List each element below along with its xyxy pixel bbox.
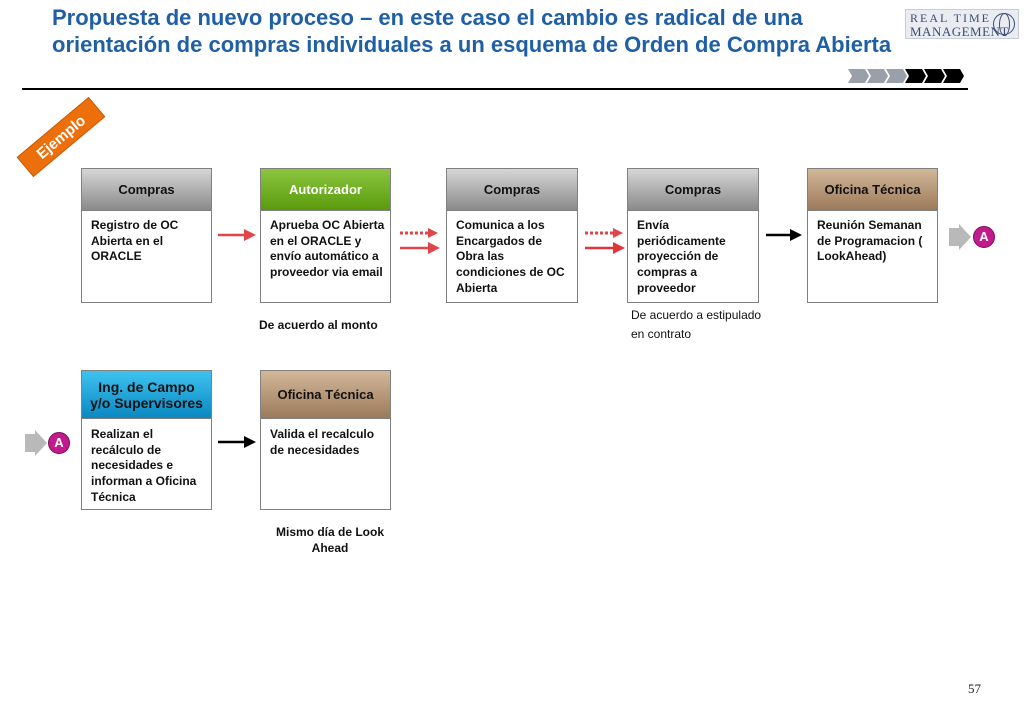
note-estipulado-line1: De acuerdo a estipulado: [631, 308, 762, 322]
connector-arrow-out: [949, 224, 971, 250]
step-reunion-programacion: Oficina Técnica Reunión Semanan de Progr…: [807, 168, 938, 303]
title-divider: [22, 88, 968, 90]
step-comunica-encargados: Compras Comunica a los Encargados de Obr…: [446, 168, 578, 303]
step-recalculo-necesidades: Ing. de Campo y/o Supervisores Realizan …: [81, 370, 212, 510]
progress-chevrons: [848, 69, 964, 83]
step-description: Envía periódicamente proyección de compr…: [637, 218, 726, 295]
connector-arrow-in: [25, 430, 47, 456]
slide-title: Propuesta de nuevo proceso – en este cas…: [52, 5, 892, 57]
step-header: Oficina Técnica: [261, 371, 390, 418]
step-registro-oc: Compras Registro de OC Abierta en el ORA…: [81, 168, 212, 303]
step-header: Compras: [82, 169, 211, 210]
step-header: Autorizador: [261, 169, 390, 210]
company-logo: REAL TIME MANAGEMENT: [905, 9, 1019, 39]
step-description: Valida el recalculo de necesidades: [270, 427, 375, 457]
note-mismo-dia: Mismo día de Look Ahead: [275, 525, 384, 555]
step-valida-recalculo: Oficina Técnica Valida el recalculo de n…: [260, 370, 391, 510]
step-description: Reunión Semanan de Programacion ( LookAh…: [817, 218, 923, 264]
arrow-solid-black: [766, 229, 802, 241]
step-description: Aprueba OC Abierta en el ORACLE y envío …: [270, 218, 385, 280]
arrow-solid-red: [218, 229, 256, 241]
logo-line1: REAL TIME: [910, 11, 991, 25]
note-monto: De acuerdo al monto: [259, 318, 378, 332]
note-estipulado-line2: en contrato: [631, 327, 692, 341]
arrow-dotted-red-pair: [585, 228, 625, 254]
logo-line2: MANAGEMENT: [910, 24, 1009, 39]
arrow-dotted-red-pair: [400, 228, 440, 254]
step-header: Oficina Técnica: [808, 169, 937, 210]
globe-icon: [993, 13, 1015, 36]
step-header: Compras: [628, 169, 758, 210]
step-description: Realizan el recálculo de necesidades e i…: [91, 427, 197, 504]
arrow-solid-black: [218, 436, 256, 448]
connector-badge-in: A: [48, 432, 70, 454]
step-envia-proyeccion: Compras Envía periódicamente proyección …: [627, 168, 759, 303]
step-header: Compras: [447, 169, 577, 210]
step-header: Ing. de Campo y/o Supervisores: [82, 371, 211, 418]
step-description: Registro de OC Abierta en el ORACLE: [91, 218, 179, 264]
page-number: 57: [968, 681, 981, 696]
connector-badge-out: A: [973, 226, 995, 248]
step-aprueba-oc: Autorizador Aprueba OC Abierta en el ORA…: [260, 168, 391, 303]
example-tag: Ejemplo: [16, 96, 106, 178]
step-description: Comunica a los Encargados de Obra las co…: [456, 218, 565, 295]
